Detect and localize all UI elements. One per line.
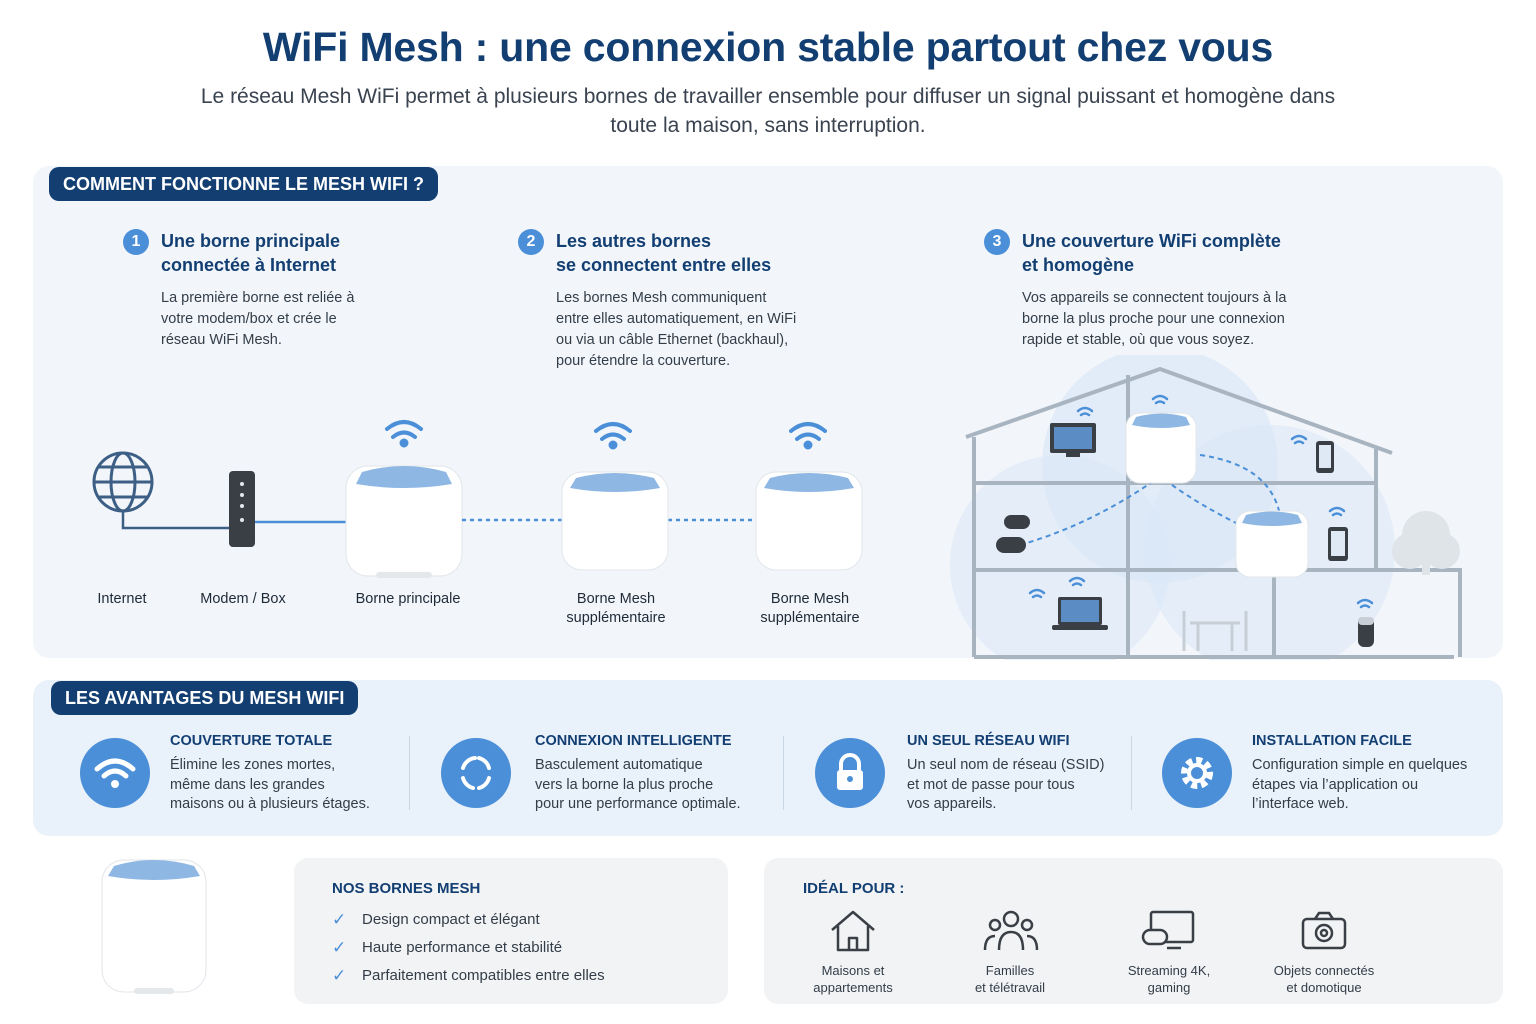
mesh-node-upper [1125, 412, 1197, 484]
ideal-card [764, 858, 1503, 1004]
advantage-desc-2: Basculement automatique vers la borne la… [535, 757, 741, 812]
wifi-signal-icon [594, 422, 632, 450]
ideal-label-4: Objets connectés et domotique [1273, 963, 1375, 995]
lock-icon [815, 738, 885, 808]
step-desc-1: La première borne est reliée à votre mod… [161, 290, 355, 348]
advantage-title-2: CONNEXION INTELLIGENTE [535, 733, 732, 749]
laptop-icon [1052, 597, 1108, 630]
switch-arrows-icon [441, 738, 511, 808]
advantage-desc-3: Un seul nom de réseau (SSID) et mot de p… [907, 757, 1105, 812]
gaming-screen-icon [1141, 910, 1195, 950]
how-it-works-heading: COMMENT FONCTIONNE LE MESH WIFI ? [49, 167, 438, 201]
page-title: WiFi Mesh : une connexion stable partout… [262, 24, 1274, 70]
label-modem: Modem / Box [200, 591, 286, 607]
wifi-signal-icon [1028, 394, 1374, 609]
check-icon: ✓ [332, 910, 347, 929]
label-borne-principale: Borne principale [355, 591, 461, 607]
step-desc-2: Les bornes Mesh communiquent entre elles… [556, 290, 797, 369]
tree-icon [1392, 511, 1460, 575]
network-diagram [92, 420, 863, 578]
check-icon: ✓ [332, 966, 347, 985]
step-title-3: Une couverture WiFi complète et homogène [1022, 231, 1281, 275]
borne-principale-device [345, 465, 463, 578]
advantage-desc-1: Élimine les zones mortes, même dans les … [170, 757, 370, 812]
label-internet: Internet [97, 591, 147, 607]
products-card [294, 858, 728, 1004]
advantage-title-1: COUVERTURE TOTALE [170, 733, 333, 749]
camera-icon [1301, 911, 1347, 950]
wifi-signal-icon [385, 420, 423, 448]
step-title-1: Une borne principale connectée à Interne… [161, 231, 341, 275]
product-feature-2: Haute performance et stabilité [362, 939, 563, 956]
smartphone-icon [1316, 441, 1334, 473]
step-desc-3: Vos appareils se connectent toujours à l… [1022, 290, 1287, 348]
check-icon: ✓ [332, 938, 347, 957]
ideal-label-2: Familles et télétravail [974, 963, 1046, 995]
page-subtitle: Le réseau Mesh WiFi permet à plusieurs b… [200, 85, 1336, 137]
house-coverage-illustration [950, 355, 1462, 660]
ideal-label-3: Streaming 4K, gaming [1127, 963, 1211, 995]
wifi-icon [80, 738, 150, 808]
tv-icon [1050, 423, 1096, 457]
borne-mesh-2-device [755, 471, 863, 571]
globe-icon [92, 451, 154, 513]
modem-device [229, 471, 255, 547]
product-borne-image [101, 859, 207, 994]
smart-speaker-icon [1358, 617, 1374, 647]
divider [783, 736, 784, 810]
smartphone-icon [1328, 527, 1348, 561]
step-number-3: 3 [984, 229, 1010, 255]
wifi-signal-icon [789, 422, 827, 450]
house-icon [831, 910, 875, 952]
divider [1131, 736, 1132, 810]
cable-internet-modem [121, 511, 230, 530]
step-title-2: Les autres bornes se connectent entre el… [556, 231, 772, 275]
dining-table-icon [1182, 611, 1248, 651]
product-feature-1: Design compact et élégant [362, 911, 540, 928]
step-number-1: 1 [123, 229, 149, 255]
advantage-desc-4: Configuration simple en quelques étapes … [1252, 757, 1468, 812]
product-feature-3: Parfaitement compatibles entre elles [362, 967, 605, 984]
gamepad-icon [996, 515, 1030, 553]
ideal-label-1: Maisons et appartements [813, 963, 893, 995]
mesh-node-lower [1235, 510, 1309, 578]
label-borne-mesh-1: Borne Mesh supplémentaire [566, 591, 666, 626]
advantage-title-3: UN SEUL RÉSEAU WIFI [907, 733, 1070, 749]
family-icon [983, 910, 1039, 951]
advantages-heading: LES AVANTAGES DU MESH WIFI [51, 681, 359, 715]
label-borne-mesh-2: Borne Mesh supplémentaire [760, 591, 860, 626]
divider [409, 736, 410, 810]
gear-icon [1162, 738, 1232, 808]
products-title: NOS BORNES MESH [332, 880, 481, 897]
advantage-title-4: INSTALLATION FACILE [1252, 733, 1412, 749]
step-number-2: 2 [518, 229, 544, 255]
borne-mesh-1-device [561, 471, 669, 571]
ideal-title: IDÉAL POUR : [803, 880, 905, 897]
